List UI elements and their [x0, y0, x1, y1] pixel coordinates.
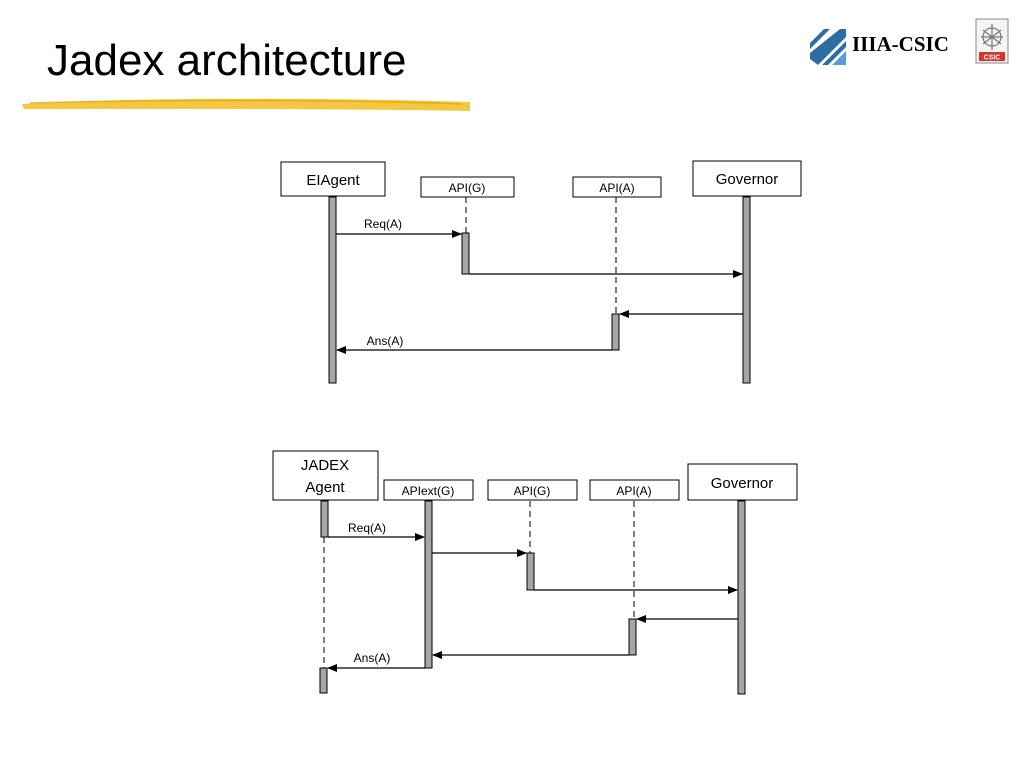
participant-box-eiagent	[280, 161, 386, 197]
participant-label-api-g-2: API(G)	[514, 484, 551, 498]
participant-label-apiext-g: APIext(G)	[402, 484, 455, 498]
message-label-req-a-2: Req(A)	[348, 521, 386, 535]
activation-api-a-2	[628, 618, 637, 656]
logo-text: IIIA-CSIC	[852, 32, 949, 56]
iiia-logo-icon	[810, 29, 846, 65]
lifeline-governor-2	[737, 500, 746, 695]
activation-jadex-agent-bottom	[319, 667, 328, 694]
participant-label-agent: Agent	[305, 479, 345, 496]
activation-jadex-agent-top	[320, 500, 329, 538]
lifeline-apiext-g	[424, 500, 433, 669]
participant-box-api-g-2	[487, 479, 578, 501]
participant-label-api-a-2: API(A)	[616, 484, 651, 498]
message-label-req-a: Req(A)	[364, 217, 402, 231]
lifeline-eiagent	[328, 196, 337, 384]
participant-label-jadex: JADEX	[301, 457, 349, 474]
participant-box-governor	[692, 160, 802, 197]
participant-label-api-g: API(G)	[449, 181, 486, 195]
participant-label-governor-2: Governor	[711, 475, 774, 492]
sequence-diagram-top: EIAgent API(G) API(A) Governor Req(A) An…	[280, 160, 802, 384]
participant-box-api-g	[420, 176, 515, 198]
title-underline-highlight	[22, 98, 470, 111]
participant-label-eiagent: EIAgent	[306, 172, 360, 189]
activation-api-g	[461, 232, 470, 275]
participant-label-api-a: API(A)	[599, 181, 634, 195]
activation-api-a	[611, 313, 620, 351]
participant-box-apiext-g	[383, 479, 474, 501]
participant-box-api-a-2	[589, 479, 680, 501]
message-label-ans-a: Ans(A)	[367, 334, 404, 348]
participant-label-governor: Governor	[716, 171, 779, 188]
lifeline-governor	[742, 196, 751, 384]
sequence-diagram-bottom: JADEX Agent APIext(G) API(G) API(A) Gove…	[272, 450, 798, 695]
participant-box-jadex-agent	[272, 450, 379, 501]
slide-title: Jadex architecture	[47, 36, 407, 85]
participant-box-api-a	[572, 176, 662, 198]
participant-box-governor-2	[687, 463, 798, 501]
csic-badge-text: CSIC	[984, 55, 1001, 62]
activation-api-g-2	[526, 552, 535, 591]
csic-seal-icon: CSIC	[975, 18, 1009, 64]
message-label-ans-a-2: Ans(A)	[354, 651, 391, 665]
